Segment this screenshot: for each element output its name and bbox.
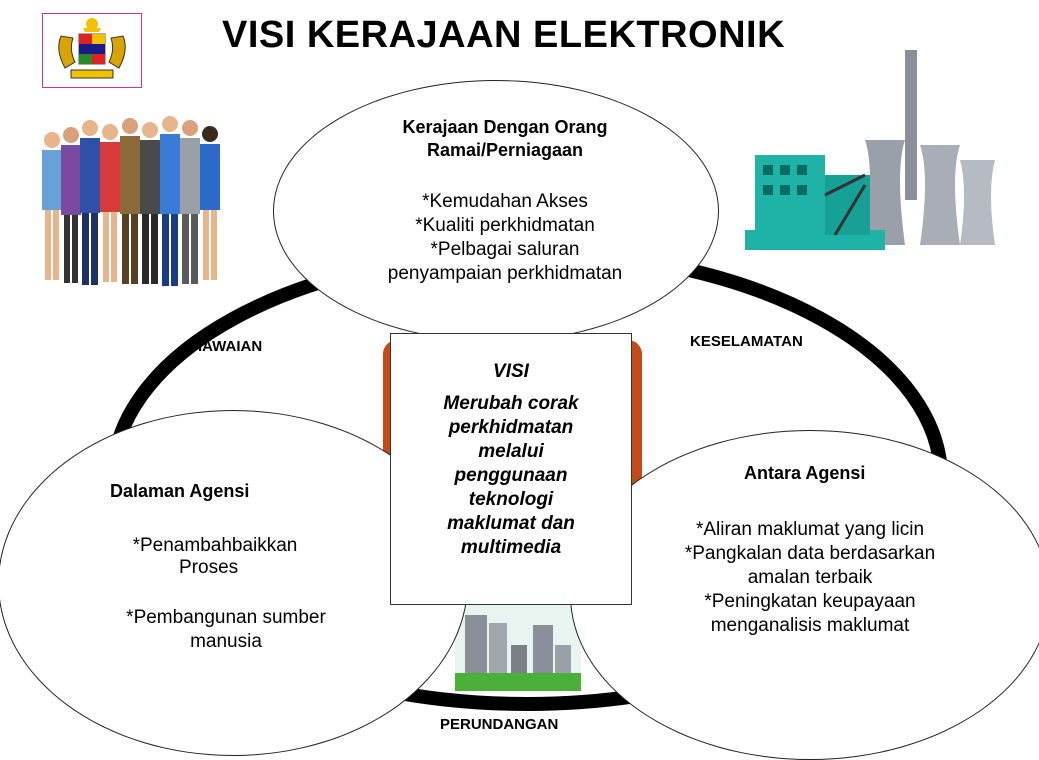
vision-line-5: teknologi: [468, 489, 554, 510]
right-item-3: amalan terbaik: [747, 567, 873, 588]
top-item-4: penyampaian perkhidmatan: [387, 263, 623, 284]
vision-line-7: multimedia: [460, 537, 562, 558]
vision-box: VISI Merubah corak perkhidmatan melalui …: [390, 333, 632, 605]
left-item-1: *Penambahbaikkan: [132, 535, 298, 556]
vision-line-4: penggunaan: [454, 465, 568, 486]
people-group-icon: [42, 116, 220, 286]
left-item-3: *Pembangunan sumber: [126, 607, 326, 628]
page-title: VISI KERAJAAN ELEKTRONIK: [222, 14, 786, 56]
vision-heading: VISI: [493, 361, 529, 382]
top-item-2: *Kualiti perkhidmatan: [415, 215, 595, 236]
top-item-1: *Kemudahan Akses: [422, 191, 588, 212]
vision-line-3: melalui: [478, 441, 544, 462]
right-item-1: *Aliran maklumat yang licin: [695, 519, 925, 540]
city-buildings-icon: [455, 605, 581, 691]
left-item-4: manusia: [190, 631, 262, 652]
vision-line-6: maklumat dan: [447, 513, 575, 534]
top-ellipse-items: *Kemudahan Akses *Kualiti perkhidmatan *…: [320, 190, 690, 286]
top-heading-line-1: Kerajaan Dengan Orang: [402, 117, 608, 137]
top-heading-line-2: Ramai/Perniagaan: [426, 140, 584, 160]
label-perundangan: PERUNDANGAN: [440, 716, 559, 733]
right-ellipse-items: *Aliran maklumat yang licin *Pangkalan d…: [640, 518, 980, 638]
label-keselamatan: KESELAMATAN: [690, 333, 803, 350]
label-piawaian: PIAWAIAN: [188, 338, 263, 355]
factory-icon: [745, 50, 995, 250]
left-ellipse-items-b: *Pembangunan sumber manusia: [90, 606, 362, 654]
left-ellipse-items-a: *Penambahbaikkan Proses: [95, 535, 335, 579]
right-ellipse-heading: Antara Agensi: [744, 463, 866, 483]
left-item-2: Proses: [179, 557, 239, 578]
top-ellipse-heading: Kerajaan Dengan Orang Ramai/Perniagaan: [340, 116, 670, 162]
right-item-5: menganalisis maklumat: [710, 615, 910, 636]
malaysia-coat-of-arms-icon: [42, 13, 142, 88]
left-ellipse-heading: Dalaman Agensi: [110, 481, 250, 501]
right-item-2: *Pangkalan data berdasarkan: [684, 543, 936, 564]
top-ellipse: [273, 80, 719, 342]
top-item-3: *Pelbagai saluran: [430, 239, 580, 260]
right-item-4: *Peningkatan keupayaan: [704, 591, 916, 612]
vision-line-2: perkhidmatan: [448, 417, 574, 438]
vision-line-1: Merubah corak: [443, 393, 579, 414]
